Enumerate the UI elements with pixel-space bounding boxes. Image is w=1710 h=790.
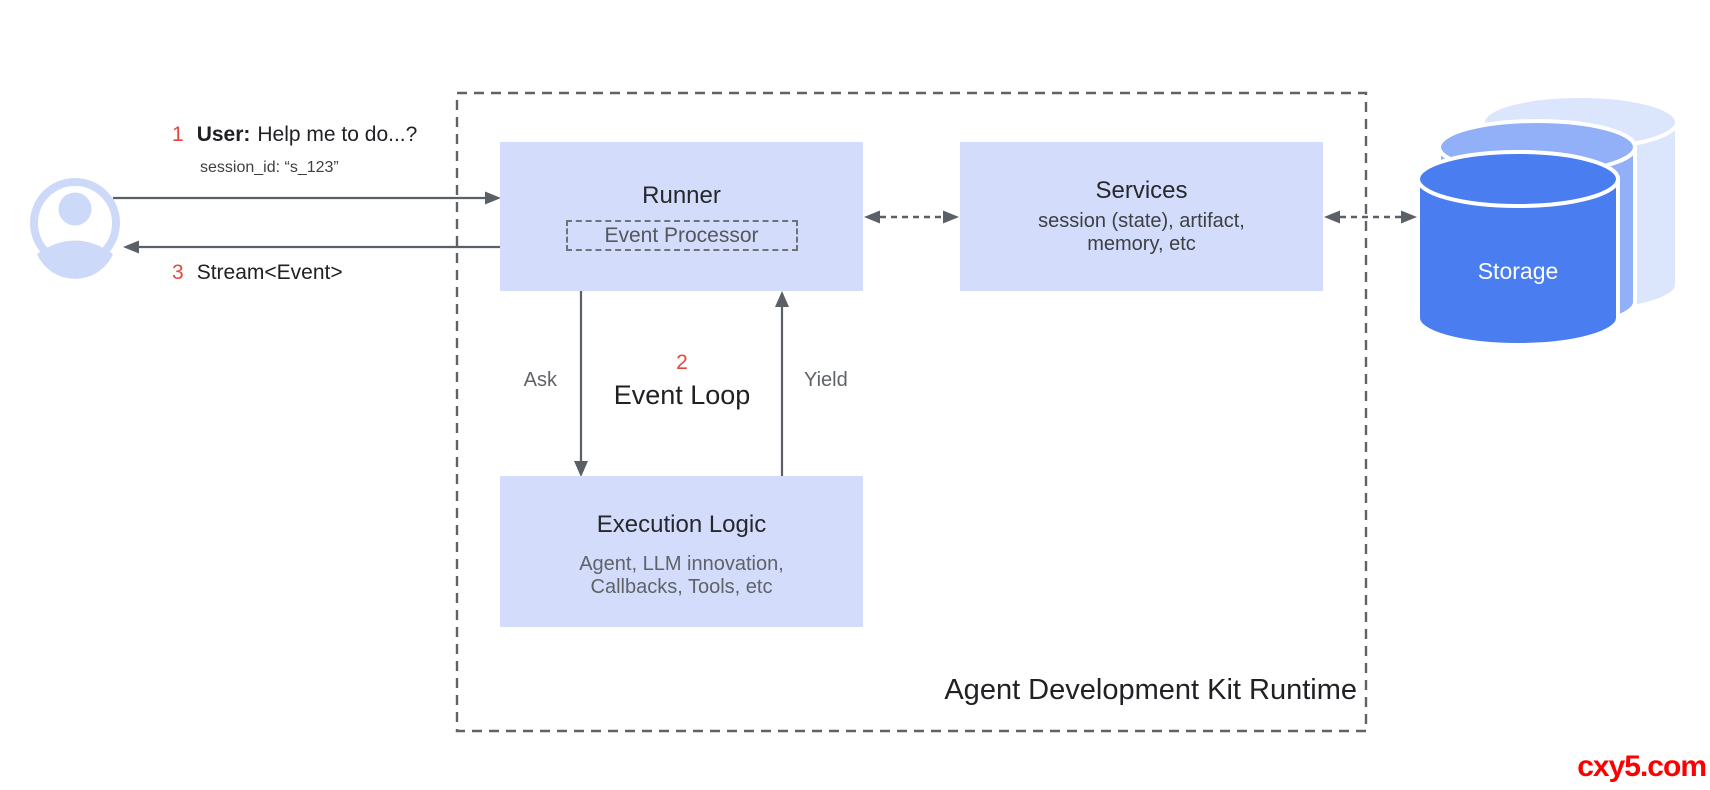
arrow-services-storage <box>1324 210 1417 224</box>
runtime-caption: Agent Development Kit Runtime <box>944 674 1357 706</box>
arrow-user-to-runner <box>113 191 501 205</box>
execution-logic-box: Execution Logic Agent, LLM innovation, C… <box>500 476 863 627</box>
event-processor-box: Event Processor <box>565 220 798 251</box>
runner-box: Runner Event Processor <box>500 142 863 291</box>
storage-cylinders-icon <box>1416 94 1679 347</box>
arrow-runner-services <box>864 210 959 224</box>
user-avatar-icon <box>30 178 120 279</box>
user-request-label: 1 User: Help me to do...? <box>172 123 417 147</box>
arrow-ask <box>574 291 588 477</box>
services-box: Services session (state), artifact, memo… <box>960 142 1323 291</box>
arrow-runner-to-user <box>123 240 500 254</box>
user-request-text: Help me to do...? <box>257 123 418 146</box>
avatar-head <box>58 192 92 226</box>
user-speaker-label: User: <box>196 123 251 146</box>
services-subtitle-line1: session (state), artifact, <box>1038 210 1245 232</box>
storage-cylinder-front <box>1416 150 1620 347</box>
stream-event-text: Stream<Event> <box>196 261 343 284</box>
execution-subtitle-line2: Callbacks, Tools, etc <box>590 575 773 598</box>
ask-label: Ask <box>523 369 557 391</box>
watermark: cxy5.com <box>1577 750 1707 783</box>
event-processor-label: Event Processor <box>604 223 759 247</box>
avatar-shoulders <box>37 240 113 279</box>
runtime-boundary-box <box>455 91 1368 733</box>
step-number-1: 1 <box>172 123 184 146</box>
event-loop-label-group: 2 Event Loop <box>582 351 782 410</box>
execution-subtitle-line1: Agent, LLM innovation, <box>579 552 784 575</box>
session-id-label: session_id: “s_123” <box>200 159 339 176</box>
storage-label: Storage <box>1477 258 1559 284</box>
execution-logic-title: Execution Logic <box>596 510 767 538</box>
step-number-2: 2 <box>676 351 688 374</box>
services-title: Services <box>1095 177 1188 204</box>
yield-label: Yield <box>804 369 848 391</box>
arrow-yield <box>775 291 789 476</box>
runner-title: Runner <box>642 182 721 209</box>
event-loop-title: Event Loop <box>613 380 751 410</box>
stream-event-label: 3 Stream<Event> <box>172 261 343 285</box>
services-subtitle-line2: memory, etc <box>1087 233 1196 255</box>
step-number-3: 3 <box>172 261 184 284</box>
